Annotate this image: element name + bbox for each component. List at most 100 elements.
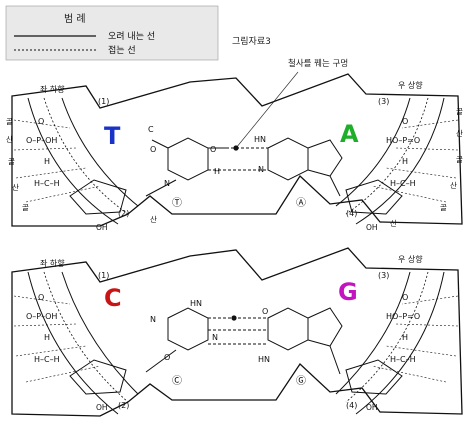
bottom-hbond-n-label: N: [212, 333, 218, 342]
bottom-wire-hole: [231, 315, 237, 321]
top-left-ring-n: N: [164, 179, 170, 188]
bottom-num-1: (1): [98, 271, 109, 280]
top-right-strip-label: 산: [456, 128, 463, 138]
hole-pointer-line: [235, 71, 299, 149]
top-right-strip-label: 골: [456, 155, 463, 164]
figure-label: 그림자료3: [232, 35, 271, 47]
top-left-chain-hch: H–C–H: [34, 179, 60, 188]
top-right-direction: 우 상향: [398, 80, 423, 90]
top-right-strip-fold: [345, 97, 429, 215]
bottom-num-3: (3): [378, 271, 389, 280]
bottom-num-2: (2): [118, 401, 129, 410]
bottom-radial-ticks: [13, 295, 459, 383]
top-hbond-h-label: H: [214, 167, 220, 176]
top-left-ring-o: O: [150, 145, 156, 154]
top-left-chain-o: O: [38, 117, 44, 126]
top-left-strip-label: 산: [6, 134, 13, 144]
top-left-chain-h: H: [44, 157, 50, 166]
bottom-num-4: (4): [346, 401, 357, 410]
top-right-strip-label: 골: [456, 107, 463, 116]
top-wire-hole: [233, 145, 239, 151]
top-right-ring-hn: HN: [254, 135, 266, 144]
hole-note: 철사를 꿰는 구멍: [288, 58, 348, 69]
bottom-left-side-chain: O O–P–OH H H–C–H: [26, 293, 60, 364]
top-left-methyl-bond: [151, 139, 169, 149]
top-right-strip-labels: 골 산 골 산 골 산: [390, 107, 463, 228]
top-left-oh: OH: [96, 223, 108, 232]
top-right-glycosidic-bond: [329, 175, 341, 197]
top-right-chain-hch: H–C–H: [390, 179, 416, 188]
top-right-strip-label: 산: [450, 180, 457, 190]
top-left-strip-label: 산: [150, 214, 157, 224]
bottom-panel: 좌 하향 우 상향 (1) (2) (3) (4) O O–P–OH H H–C…: [11, 247, 463, 417]
legend-title: 범 례: [64, 13, 86, 25]
bottom-left-chain-hch: H–C–H: [34, 355, 60, 364]
bottom-right-sugar-ring: [345, 359, 403, 395]
top-right-base-ring-5: [307, 139, 343, 177]
bottom-left-strip-inner: [61, 271, 139, 395]
top-left-methyl-c: C: [148, 125, 154, 134]
top-left-strip-inner: [61, 97, 139, 207]
top-right-ring-n: N: [258, 165, 264, 174]
legend-row-cut: 오려 내는 선: [108, 31, 155, 42]
top-panel: 좌 하향 우 상향 (1) (2) (3) (4) 골 산 골 산 골 산 골 …: [6, 73, 463, 232]
top-left-mark: Ⓣ: [172, 197, 182, 209]
legend-box: [5, 5, 219, 61]
bottom-left-chain-phosphate: O–P–OH: [26, 312, 57, 321]
bottom-right-chain-phosphate: HO–P=O: [386, 312, 420, 321]
top-left-strip-label: 산: [12, 182, 19, 192]
bottom-right-oh: OH: [366, 403, 378, 412]
bottom-right-chain-h: H: [402, 333, 408, 342]
top-right-strip-label: 산: [390, 218, 397, 228]
legend-row-fold: 접는 선: [108, 44, 136, 56]
bottom-left-ring-o: O: [164, 353, 170, 362]
bottom-right-direction: 우 상향: [398, 254, 423, 264]
bottom-left-ring-n: N: [150, 315, 156, 324]
bottom-right-strip-inner: [335, 271, 411, 395]
top-num-4: (4): [346, 209, 357, 218]
top-outline: [11, 73, 463, 227]
top-left-direction: 좌 하향: [40, 84, 65, 94]
bottom-right-strip-fold: [345, 271, 429, 403]
bottom-right-base-letter: G: [338, 278, 358, 306]
bottom-right-chain-o: O: [402, 293, 408, 302]
top-left-strip-label: 골: [8, 157, 15, 166]
top-left-strip-label: 골: [22, 203, 29, 212]
bottom-right-strip-outer: [355, 271, 445, 415]
bottom-right-glycosidic-bond: [329, 345, 341, 375]
top-left-glycosidic-bond: [145, 179, 177, 197]
bottom-left-mark: Ⓒ: [172, 375, 182, 387]
top-left-base-ring: [167, 137, 209, 181]
top-radial-ticks: [13, 119, 459, 203]
top-right-strip-label: 골: [440, 203, 447, 212]
bottom-right-base-ring-5: [307, 307, 343, 347]
bottom-left-direction: 좌 하향: [40, 258, 65, 268]
top-right-mark: Ⓐ: [296, 197, 306, 209]
bottom-left-chain-o: O: [38, 293, 44, 302]
bottom-left-base-letter: C: [104, 284, 122, 312]
top-right-base-ring-6: [267, 137, 309, 181]
bottom-hbond-hn-label: HN: [190, 299, 202, 308]
bottom-left-sugar-ring: [69, 359, 127, 395]
top-left-strip-label: 골: [6, 117, 13, 126]
top-hbond-o-label: O: [210, 145, 216, 154]
top-right-side-chain: O HO–P=O H H–C–H: [386, 117, 420, 188]
top-num-3: (3): [378, 97, 389, 106]
bottom-right-ring-o: O: [262, 307, 268, 316]
top-left-sugar-ring: [69, 179, 127, 215]
top-right-base-letter: A: [340, 120, 359, 148]
bottom-left-chain-h: H: [44, 333, 50, 342]
bottom-left-glycosidic-bond: [145, 349, 177, 373]
legend: 범 례 오려 내는 선 접는 선: [5, 5, 219, 61]
bottom-right-side-chain: O HO–P=O H H–C–H: [386, 293, 420, 364]
bottom-right-chain-hch: H–C–H: [390, 355, 416, 364]
bottom-outline: [11, 247, 463, 417]
top-right-chain-phosphate: HO–P=O: [386, 136, 420, 145]
top-num-1: (1): [98, 97, 109, 106]
bottom-left-oh: OH: [96, 403, 108, 412]
bottom-left-strip-outer: [27, 271, 119, 415]
top-right-oh: OH: [366, 223, 378, 232]
bottom-right-base-ring-6: [267, 307, 309, 351]
top-num-2: (2): [118, 209, 129, 218]
